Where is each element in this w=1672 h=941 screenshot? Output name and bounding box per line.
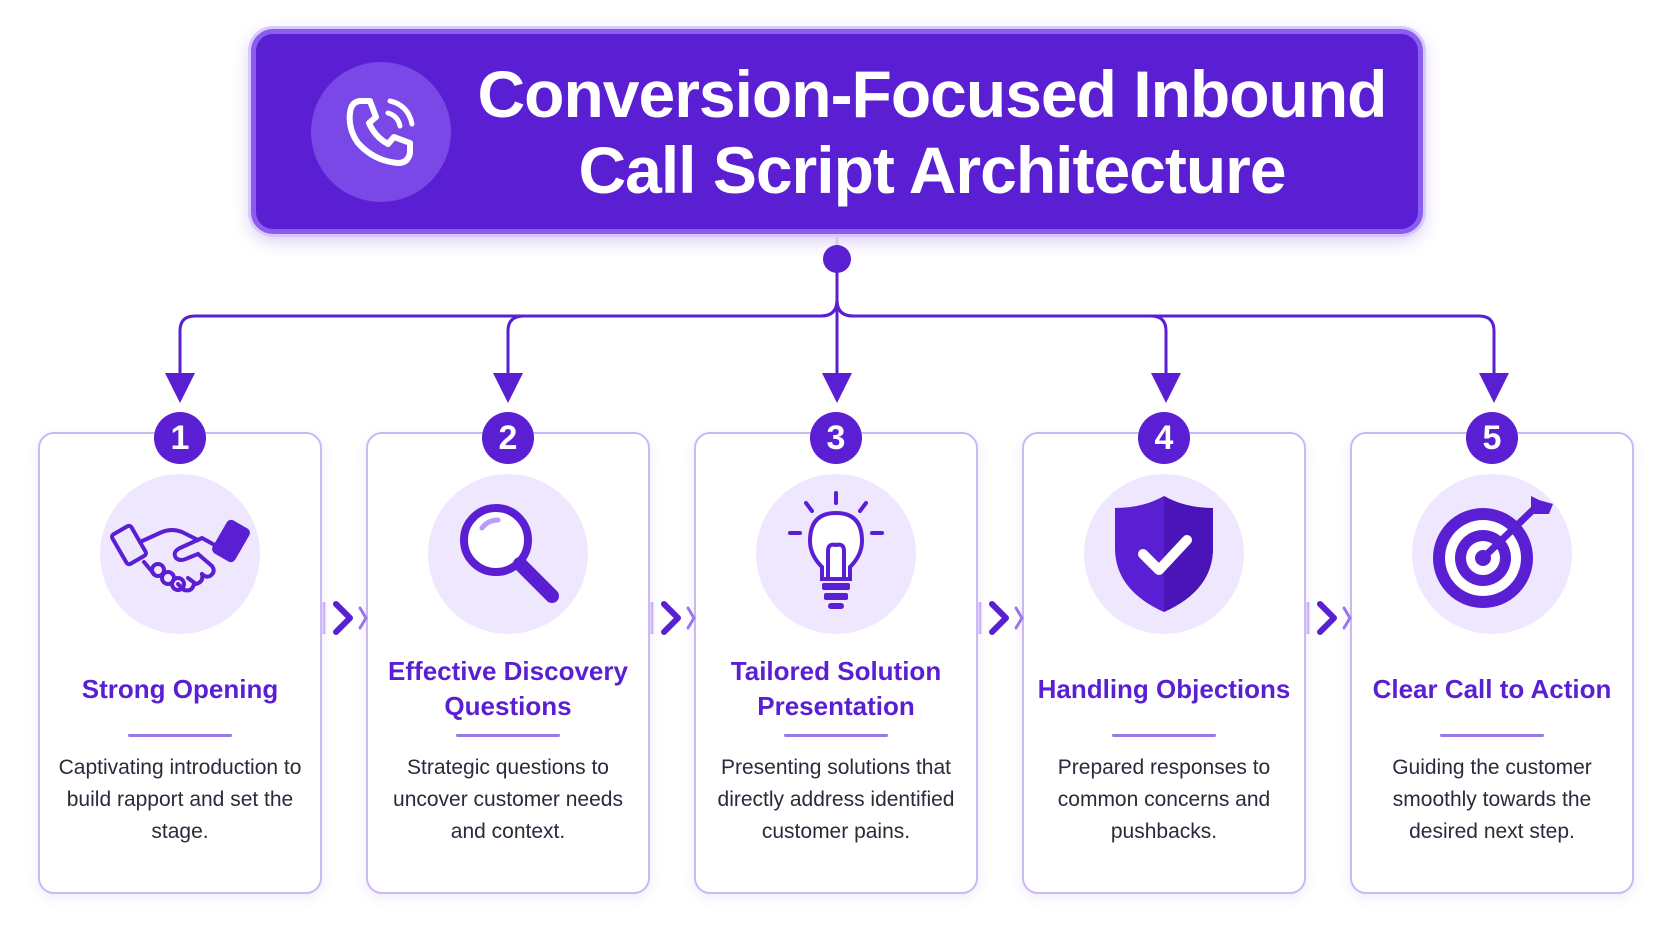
title-banner: Conversion-Focused Inbound Call Script A… bbox=[251, 29, 1423, 234]
step-number-badge: 2 bbox=[482, 412, 534, 464]
page-title: Conversion-Focused Inbound Call Script A… bbox=[466, 56, 1398, 208]
step-number-badge: 1 bbox=[154, 412, 206, 464]
step-description: Presenting solutions that directly addre… bbox=[717, 756, 955, 843]
chevron-right-icon bbox=[1306, 601, 1352, 635]
step-divider bbox=[128, 734, 232, 737]
step-divider bbox=[1440, 734, 1544, 737]
page-title-line-1: Conversion-Focused Inbound bbox=[477, 57, 1388, 131]
step-description: Prepared responses to common concerns an… bbox=[1057, 756, 1271, 843]
step-description: Guiding the customer smoothly towards th… bbox=[1392, 756, 1592, 843]
chevron-right-icon bbox=[650, 601, 696, 635]
page-title-line-2: Call Script Architecture bbox=[578, 133, 1286, 207]
handshake-icon bbox=[110, 519, 250, 593]
step-icon-disc bbox=[1084, 474, 1244, 634]
magnifying-glass-icon bbox=[460, 504, 559, 603]
connector-branch-4 bbox=[835, 299, 1181, 403]
step-icon-disc bbox=[756, 474, 916, 634]
phone-icon-disc bbox=[311, 62, 451, 202]
step-title: Strong Opening bbox=[81, 673, 279, 704]
chevron-right-icon bbox=[978, 601, 1024, 635]
step-title: Tailored Solution Presentation bbox=[730, 656, 942, 721]
step-card-5: 5 Clear Call to Action Guiding the custo… bbox=[1350, 412, 1634, 894]
step-icon-disc bbox=[428, 474, 588, 634]
step-divider bbox=[784, 734, 888, 737]
step-divider bbox=[456, 734, 560, 737]
step-title: Effective Discovery Questions bbox=[388, 656, 628, 721]
step-card-4: 4 Handling Objections Prepared responses… bbox=[1022, 412, 1306, 894]
connector-hub-dot bbox=[823, 245, 851, 273]
step-divider bbox=[1112, 734, 1216, 737]
step-card-2: 2 Effective Discovery Questions Strategi… bbox=[366, 412, 650, 894]
step-title: Clear Call to Action bbox=[1372, 673, 1612, 704]
step-number-badge: 3 bbox=[810, 412, 862, 464]
chevron-right-icon bbox=[322, 601, 368, 635]
step-icon-disc bbox=[1412, 474, 1572, 634]
step-title: Handling Objections bbox=[1037, 673, 1291, 704]
shield-check-icon bbox=[1115, 496, 1213, 612]
step-description: Strategic questions to uncover customer … bbox=[393, 756, 623, 843]
step-card-3: 3 Tailored Solution Presentation Present… bbox=[694, 412, 978, 894]
connector-branch-2 bbox=[493, 299, 839, 403]
lightbulb-icon bbox=[788, 491, 884, 609]
connector-branch-1 bbox=[165, 270, 839, 403]
step-icon-disc bbox=[100, 474, 260, 634]
connector-branch-5 bbox=[835, 299, 1509, 403]
step-description: Captivating introduction to build rappor… bbox=[58, 756, 302, 843]
target-arrow-icon bbox=[1433, 496, 1553, 608]
phone-ringing-icon bbox=[346, 98, 415, 166]
step-number-badge: 5 bbox=[1466, 412, 1518, 464]
step-card-1: 1 Strong Opening Captivating introductio… bbox=[38, 412, 322, 894]
step-number-badge: 4 bbox=[1138, 412, 1190, 464]
